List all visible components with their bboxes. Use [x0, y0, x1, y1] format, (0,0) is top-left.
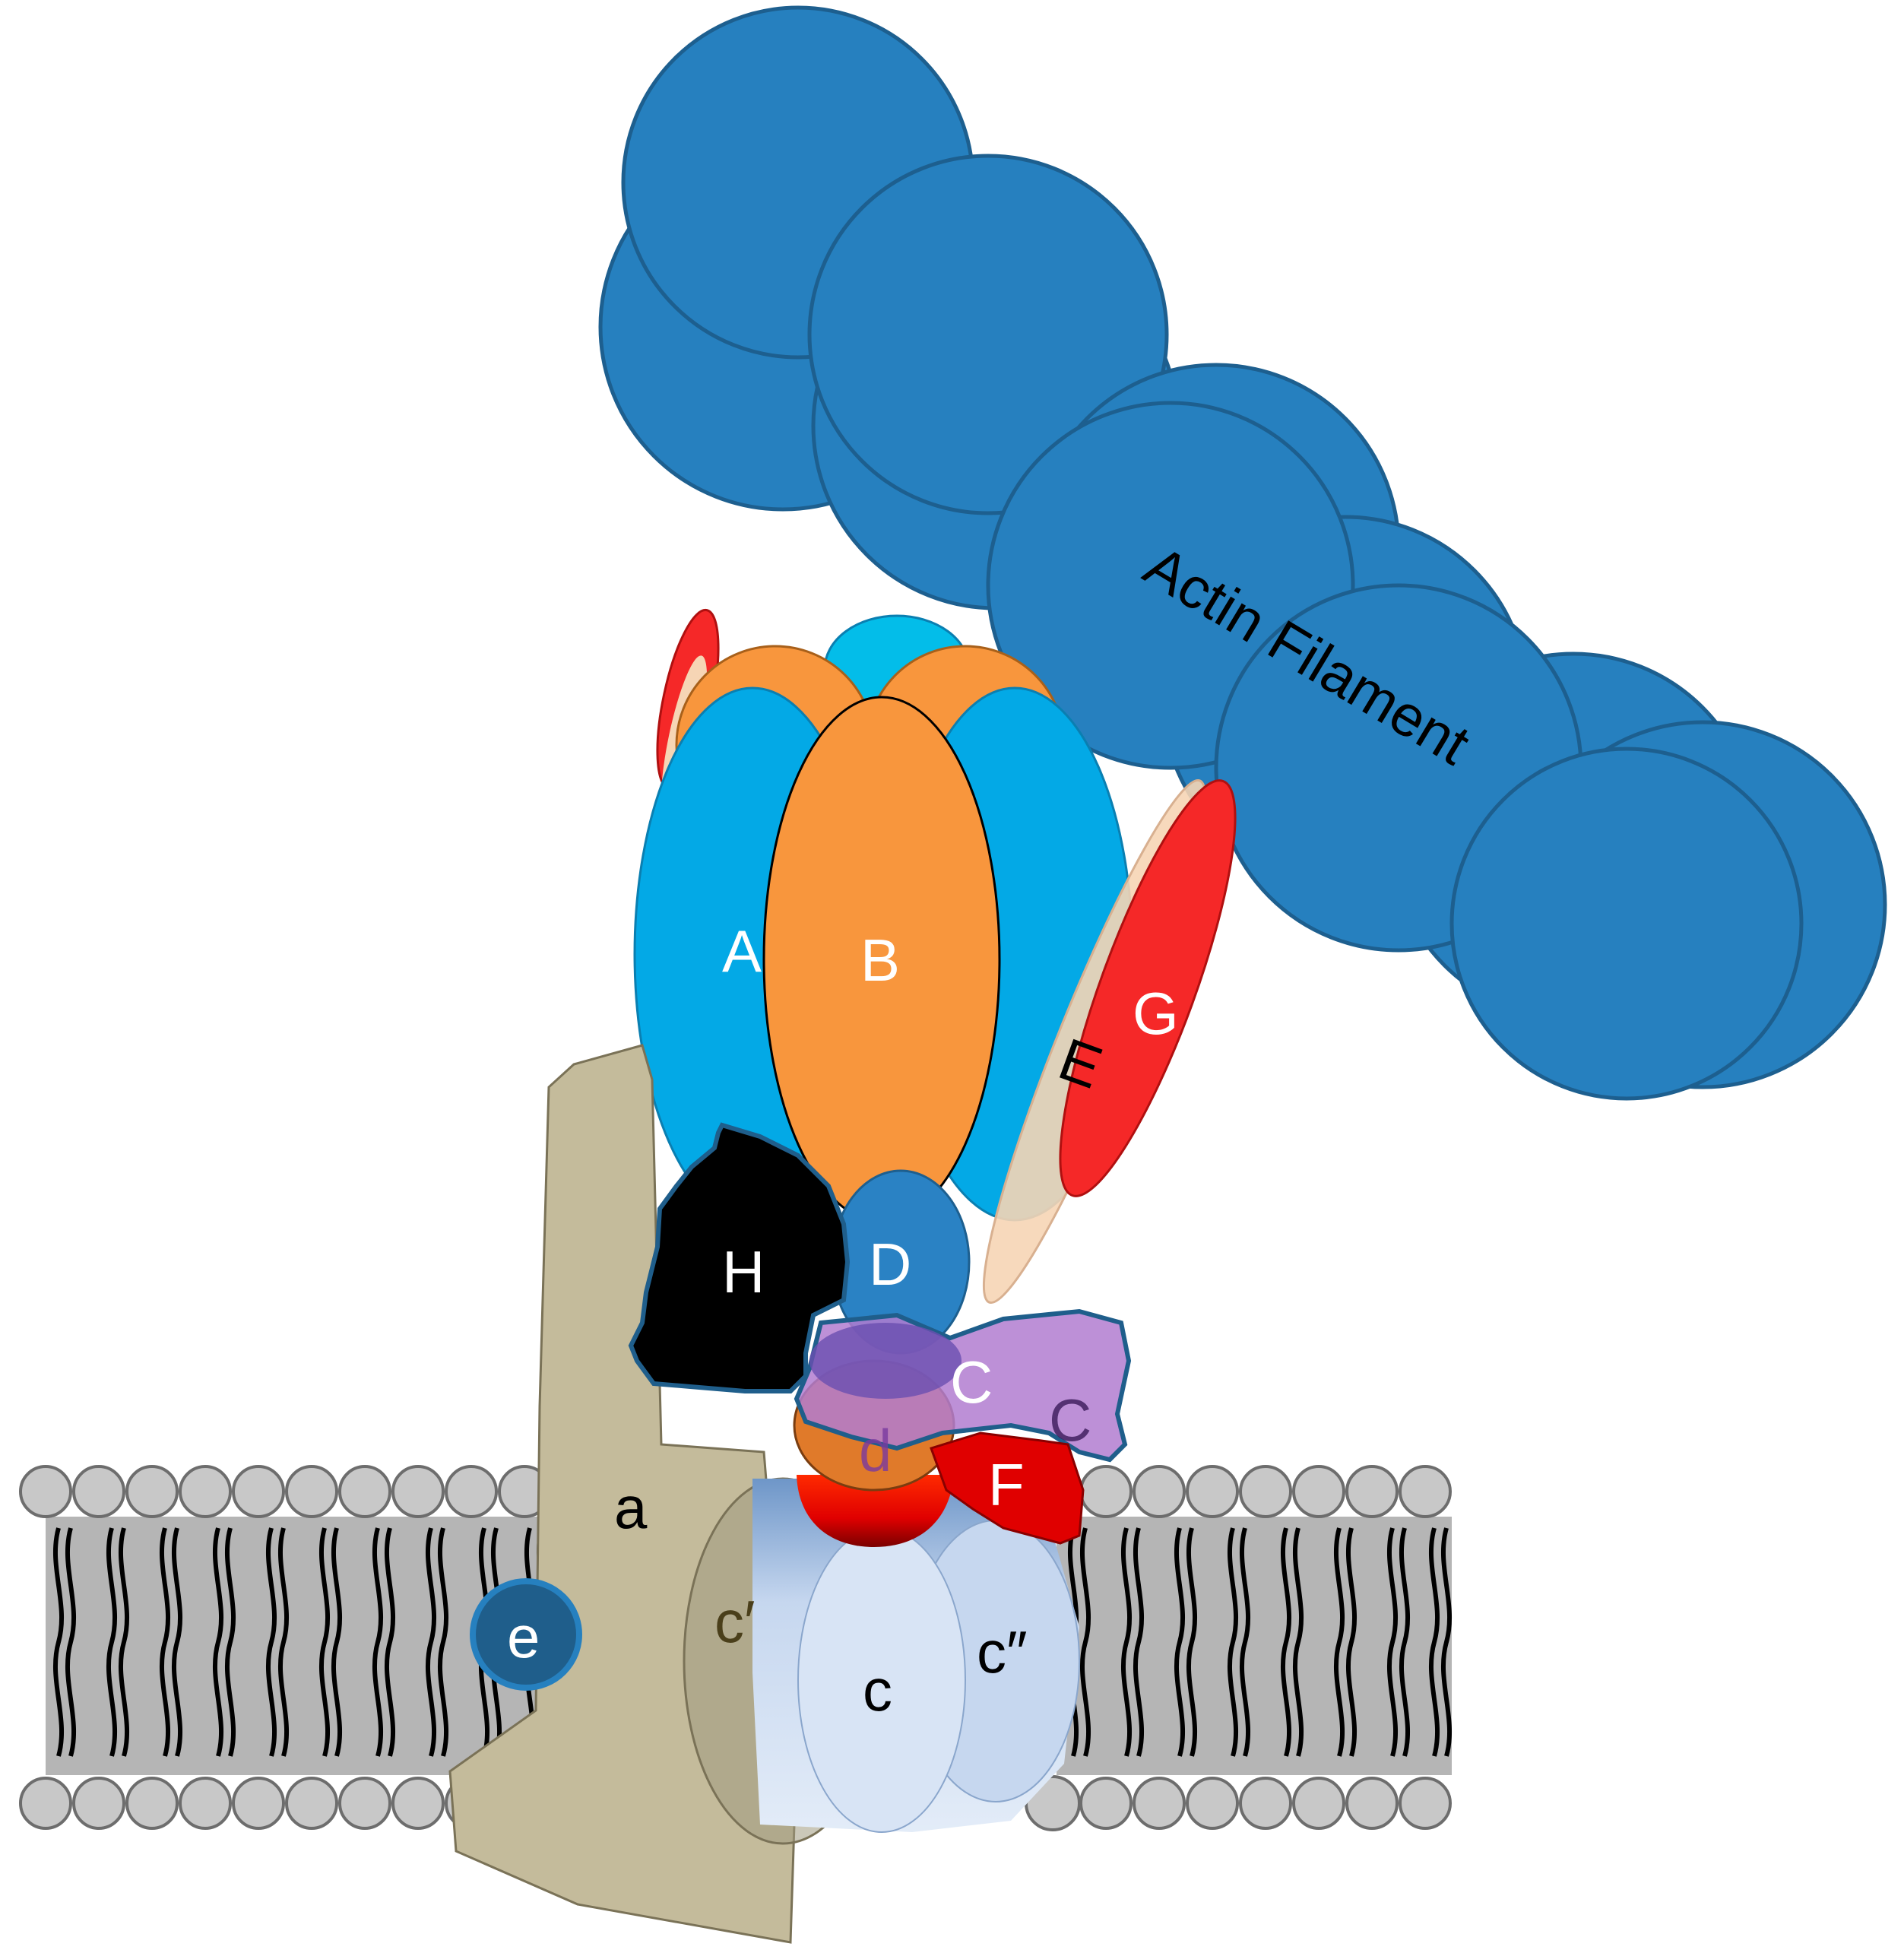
subunit-e-membrane — [470, 1578, 582, 1691]
subunit-c-dark — [809, 1323, 962, 1399]
subunit-d-lower-red — [797, 1475, 954, 1547]
label-d: d — [859, 1417, 892, 1484]
label-a: a — [614, 1474, 648, 1541]
label-C: C — [950, 1349, 993, 1416]
label-D: D — [869, 1231, 911, 1298]
label-B: B — [860, 927, 900, 994]
label-e: e — [507, 1603, 540, 1670]
c-ring — [683, 1477, 1080, 1845]
label-c: c — [863, 1657, 892, 1723]
label-G: G — [1133, 980, 1179, 1047]
subunit-g — [1059, 779, 1237, 1197]
label-H: H — [722, 1238, 765, 1305]
subunit-h — [628, 1122, 851, 1393]
right-stalk — [982, 778, 1237, 1305]
label-c-prime: c′ — [714, 1588, 756, 1655]
label-A: A — [722, 918, 762, 984]
label-F: F — [988, 1451, 1025, 1518]
actin-filament — [598, 5, 1887, 1101]
label-c-double-prime: c″ — [977, 1619, 1028, 1685]
subunit-f — [930, 1431, 1085, 1545]
